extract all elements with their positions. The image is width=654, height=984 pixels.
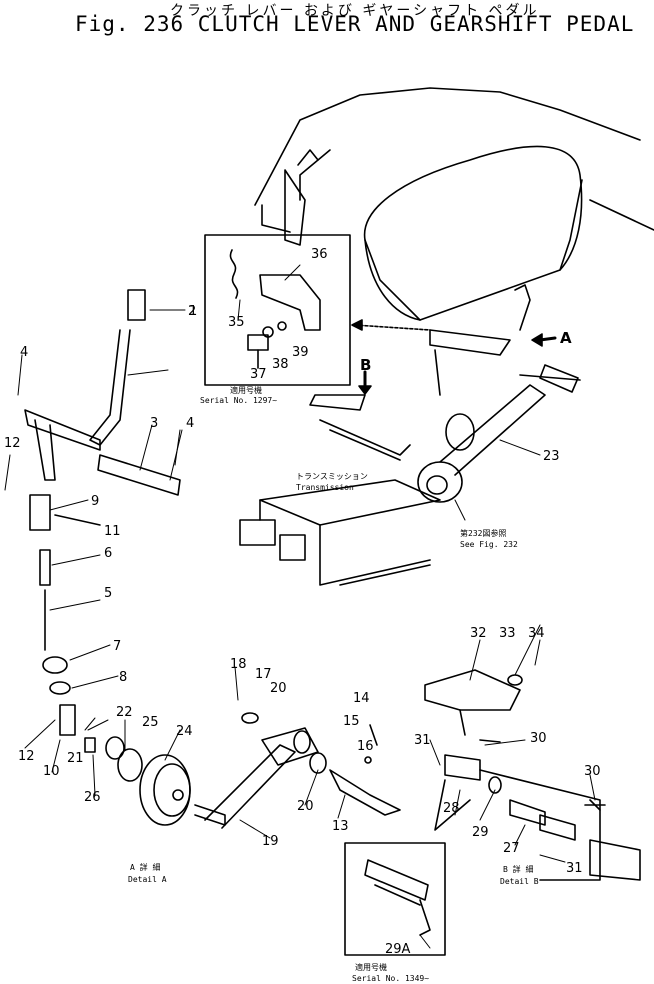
inset-bottom-serial: Serial No. 1349~ <box>352 974 429 983</box>
label-part: 20 <box>297 799 314 814</box>
label-part: 8 <box>119 670 127 685</box>
label-part: 29A <box>385 942 411 957</box>
leader-lines <box>24 264 596 949</box>
arrow-b-label: B <box>360 356 371 374</box>
label-part: 15 <box>343 714 360 729</box>
label-part: 30 <box>584 764 601 779</box>
transmission-label: Transmission <box>296 483 354 492</box>
part-labels: 1 2 3 4 4 5 6 7 8 9 10 11 12 12 13 14 15… <box>4 247 601 983</box>
label-part: 9 <box>91 494 99 509</box>
title-japanese: クラッチ レバー および ギヤーシャフト ペダル <box>170 3 540 19</box>
clutch-lever-group <box>24 289 181 782</box>
label-part: 5 <box>104 586 112 601</box>
see-fig-label: See Fig. 232 <box>460 540 518 549</box>
label-part: 20 <box>270 681 287 696</box>
label-part: 4 <box>186 416 194 431</box>
label-part: 27 <box>503 841 520 856</box>
detail-a-label: Detail A <box>128 875 167 884</box>
label-part: 12 <box>18 749 35 764</box>
label-part: 19 <box>262 834 279 849</box>
label-part: 28 <box>443 801 460 816</box>
pedal-arm-group <box>139 712 401 829</box>
serial-inset-bottom <box>344 842 446 956</box>
label-part: 10 <box>43 764 60 779</box>
label-part: 25 <box>142 715 159 730</box>
inset-bottom-applicability: 適用号機 <box>355 962 387 972</box>
label-part: 31 <box>566 861 583 876</box>
label-part: 3 <box>150 416 158 431</box>
label-part: 14 <box>353 691 370 706</box>
label-part: 23 <box>543 449 560 464</box>
label-part: 29 <box>472 825 489 840</box>
transmission-housing <box>239 479 441 586</box>
label-part: 37 <box>250 367 267 382</box>
label-part: 6 <box>104 546 112 561</box>
label-part: 13 <box>332 819 349 834</box>
label-part: 21 <box>67 751 84 766</box>
label-part: 31 <box>414 733 431 748</box>
main-linkage <box>309 284 581 503</box>
label-part: 22 <box>116 705 133 720</box>
label-part: 1 <box>189 304 197 319</box>
label-part: 34 <box>528 626 545 641</box>
label-part: 7 <box>113 639 121 654</box>
label-part: 35 <box>228 315 245 330</box>
inset-top-applicability: 適用号機 <box>230 385 262 395</box>
detail-a-label-jp: A 詳 細 <box>130 862 160 872</box>
label-part: 26 <box>84 790 101 805</box>
seat-assembly <box>254 87 654 321</box>
inset-top-serial: Serial No. 1297~ <box>200 396 277 405</box>
detail-b-label: Detail B <box>500 877 539 886</box>
see-fig-label-jp: 第232図参照 <box>460 528 506 538</box>
serial-inset-top <box>204 234 351 386</box>
label-part: 18 <box>230 657 247 672</box>
label-part: 16 <box>357 739 374 754</box>
label-part: 36 <box>311 247 328 262</box>
label-part: 2 <box>188 304 196 319</box>
label-part: 11 <box>104 524 121 539</box>
arrow-a-label: A <box>560 329 572 347</box>
label-part: 39 <box>292 345 309 360</box>
label-part: 17 <box>255 667 272 682</box>
label-part: 12 <box>4 436 21 451</box>
detail-b-label-jp: B 詳 細 <box>503 864 533 874</box>
gearshift-pedal-group <box>424 669 641 881</box>
figure-title: Fig. 236 CLUTCH LEVER AND GEARSHIFT PEDA… <box>75 12 635 36</box>
label-part: 30 <box>530 731 547 746</box>
label-part: 4 <box>20 345 28 360</box>
label-part: 33 <box>499 626 516 641</box>
label-part: 32 <box>470 626 487 641</box>
label-part: 38 <box>272 357 289 372</box>
transmission-label-jp: トランスミッション <box>296 472 368 481</box>
label-part: 24 <box>176 724 193 739</box>
